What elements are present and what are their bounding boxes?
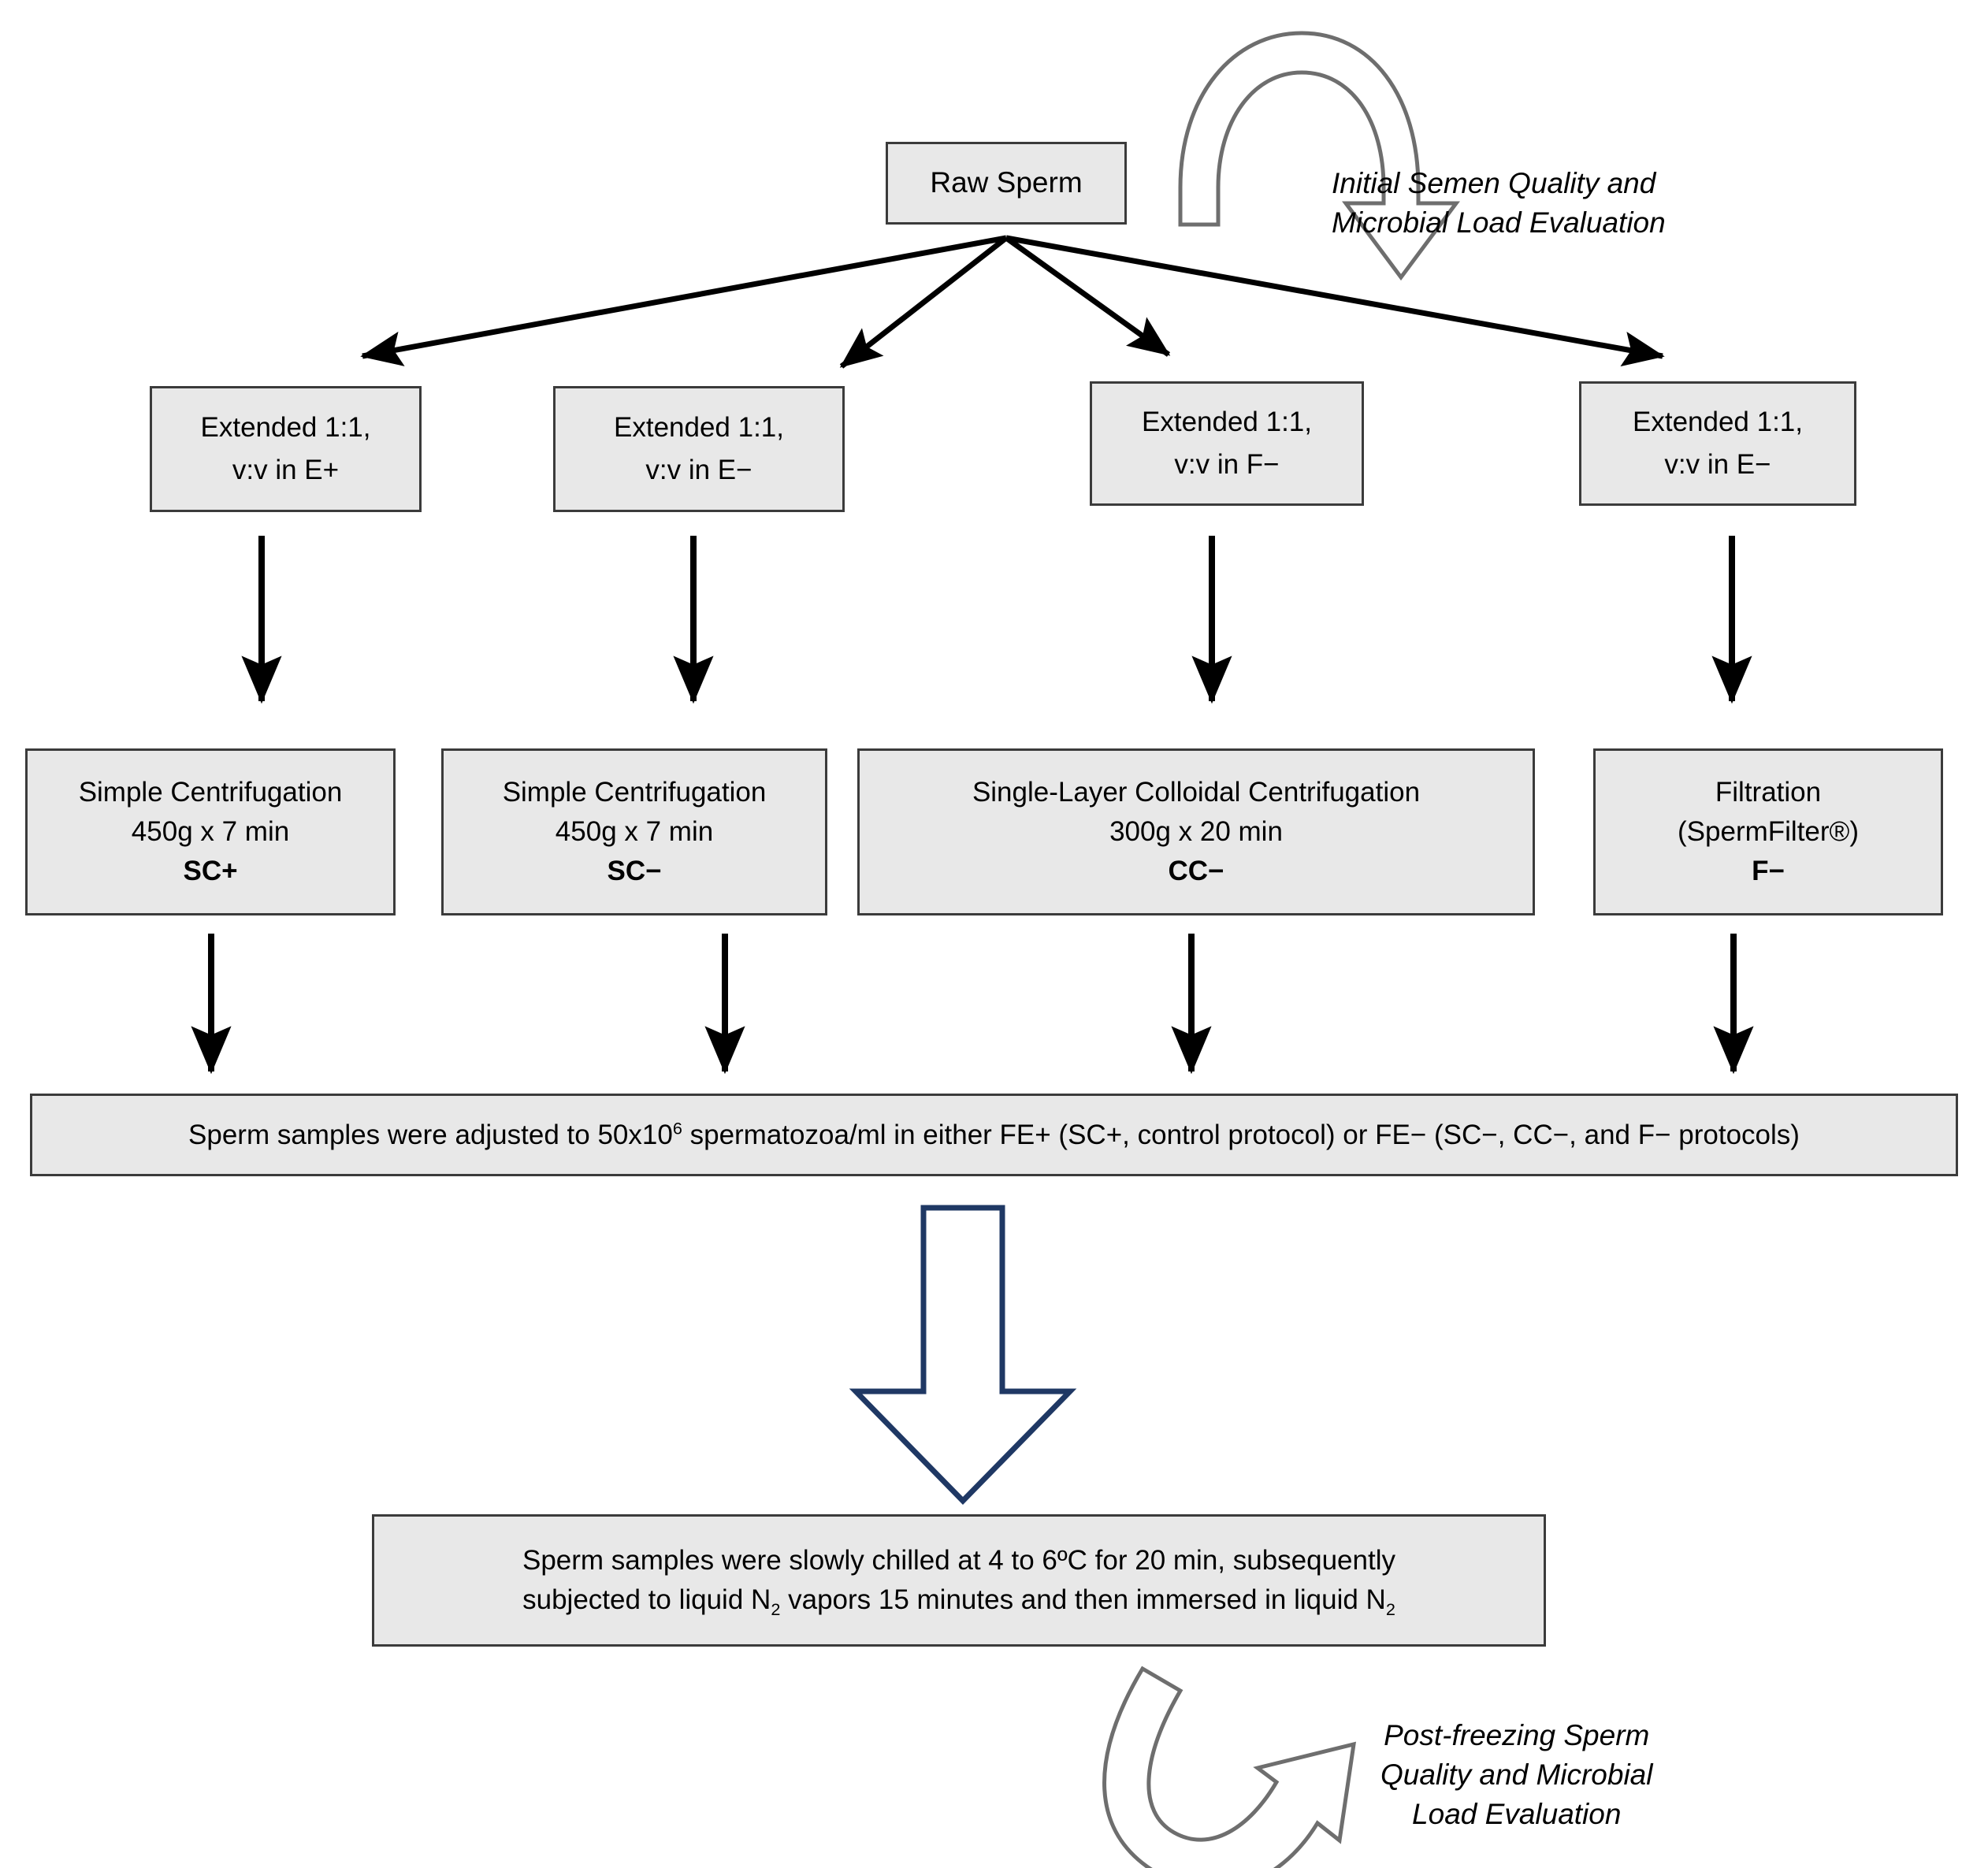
branch-arrow-2 xyxy=(839,236,1009,369)
extended-4-line-1: Extended 1:1, xyxy=(1633,406,1803,437)
extended-3-line-1: Extended 1:1, xyxy=(1142,406,1312,437)
adjustment-text-part2: spermatozoa/ml in either FE+ (SC+, contr… xyxy=(682,1119,1800,1150)
raw-sperm-label: Raw Sperm xyxy=(930,166,1083,199)
post-freezing-curved-arrow xyxy=(1102,1666,1357,1868)
freezing-line-2: subjected to liquid N2 vapors 15 minutes… xyxy=(522,1580,1395,1620)
node-processing-cc-minus[interactable]: Single-Layer Colloidal Centrifugation 30… xyxy=(857,748,1535,915)
extended-4-line-2: v:v in E− xyxy=(1664,449,1771,480)
extended-2-line-1: Extended 1:1, xyxy=(614,411,784,443)
post-eval-line-2: Quality and Microbial xyxy=(1380,1758,1653,1791)
adjustment-text-part1: Sperm samples were adjusted to 50x10 xyxy=(188,1119,673,1150)
node-extended-1[interactable]: Extended 1:1, v:v in E+ xyxy=(150,386,422,512)
processing-3-line-1: Single-Layer Colloidal Centrifugation xyxy=(972,777,1421,808)
processing-2-code: SC− xyxy=(607,855,662,886)
freezing-line-2-sub1: 2 xyxy=(771,1599,781,1619)
extended-2-line-2: v:v in E− xyxy=(645,455,752,485)
extended-3-line-2: v:v in F− xyxy=(1174,449,1280,480)
initial-eval-line-2: Microbial Load Evaluation xyxy=(1332,206,1666,239)
branch-arrow-4 xyxy=(1005,235,1665,367)
node-processing-sc-plus[interactable]: Simple Centrifugation 450g x 7 min SC+ xyxy=(25,748,396,915)
processing-4-code: F− xyxy=(1752,855,1785,886)
freezing-line-1: Sperm samples were slowly chilled at 4 t… xyxy=(522,1545,1395,1576)
freezing-line-2-part1: subjected to liquid N xyxy=(522,1584,771,1615)
processing-2-line-1: Simple Centrifugation xyxy=(502,777,767,808)
extended-1-line-2: v:v in E+ xyxy=(232,455,340,485)
node-extended-2[interactable]: Extended 1:1, v:v in E− xyxy=(553,386,845,512)
node-extended-4[interactable]: Extended 1:1, v:v in E− xyxy=(1579,381,1856,506)
extend-to-process-arrows xyxy=(241,536,1752,704)
adjustment-bar-text: Sperm samples were adjusted to 50x106 sp… xyxy=(188,1116,1800,1155)
branch-arrow-1 xyxy=(360,235,1007,366)
node-processing-sc-minus[interactable]: Simple Centrifugation 450g x 7 min SC− xyxy=(441,748,827,915)
branch-arrows xyxy=(360,235,1665,369)
post-eval-line-1: Post-freezing Sperm xyxy=(1384,1719,1650,1751)
node-processing-f-minus[interactable]: Filtration (SpermFilter®) F− xyxy=(1593,748,1943,915)
freezing-block-arrow xyxy=(849,1205,1077,1506)
branch-arrow-3 xyxy=(1004,236,1171,357)
processing-1-code: SC+ xyxy=(183,855,238,886)
node-adjustment-bar[interactable]: Sperm samples were adjusted to 50x106 sp… xyxy=(30,1094,1958,1176)
processing-2-line-2: 450g x 7 min xyxy=(555,816,714,848)
node-extended-3[interactable]: Extended 1:1, v:v in F− xyxy=(1090,381,1364,506)
node-raw-sperm[interactable]: Raw Sperm xyxy=(886,142,1127,225)
annotation-post-freezing-evaluation: Post-freezing Sperm Quality and Microbia… xyxy=(1380,1716,1652,1834)
processing-3-code: CC− xyxy=(1168,855,1224,886)
processing-4-line-1: Filtration xyxy=(1715,777,1822,808)
annotation-initial-evaluation: Initial Semen Quality and Microbial Load… xyxy=(1332,164,1666,243)
processing-3-line-2: 300g x 20 min xyxy=(1109,816,1283,848)
processing-1-line-2: 450g x 7 min xyxy=(131,816,290,848)
node-freezing[interactable]: Sperm samples were slowly chilled at 4 t… xyxy=(372,1514,1546,1647)
post-eval-line-3: Load Evaluation xyxy=(1412,1797,1622,1830)
processing-1-line-1: Simple Centrifugation xyxy=(78,777,343,808)
processing-4-line-2: (SpermFilter®) xyxy=(1678,816,1859,848)
process-to-bar-arrows xyxy=(191,934,1754,1075)
freezing-line-2-sub2: 2 xyxy=(1385,1599,1395,1619)
extended-1-line-1: Extended 1:1, xyxy=(200,411,371,443)
initial-eval-line-1: Initial Semen Quality and xyxy=(1332,167,1656,199)
adjustment-text-superscript: 6 xyxy=(672,1118,682,1138)
freezing-line-2-part2: vapors 15 minutes and then immersed in l… xyxy=(780,1584,1386,1615)
